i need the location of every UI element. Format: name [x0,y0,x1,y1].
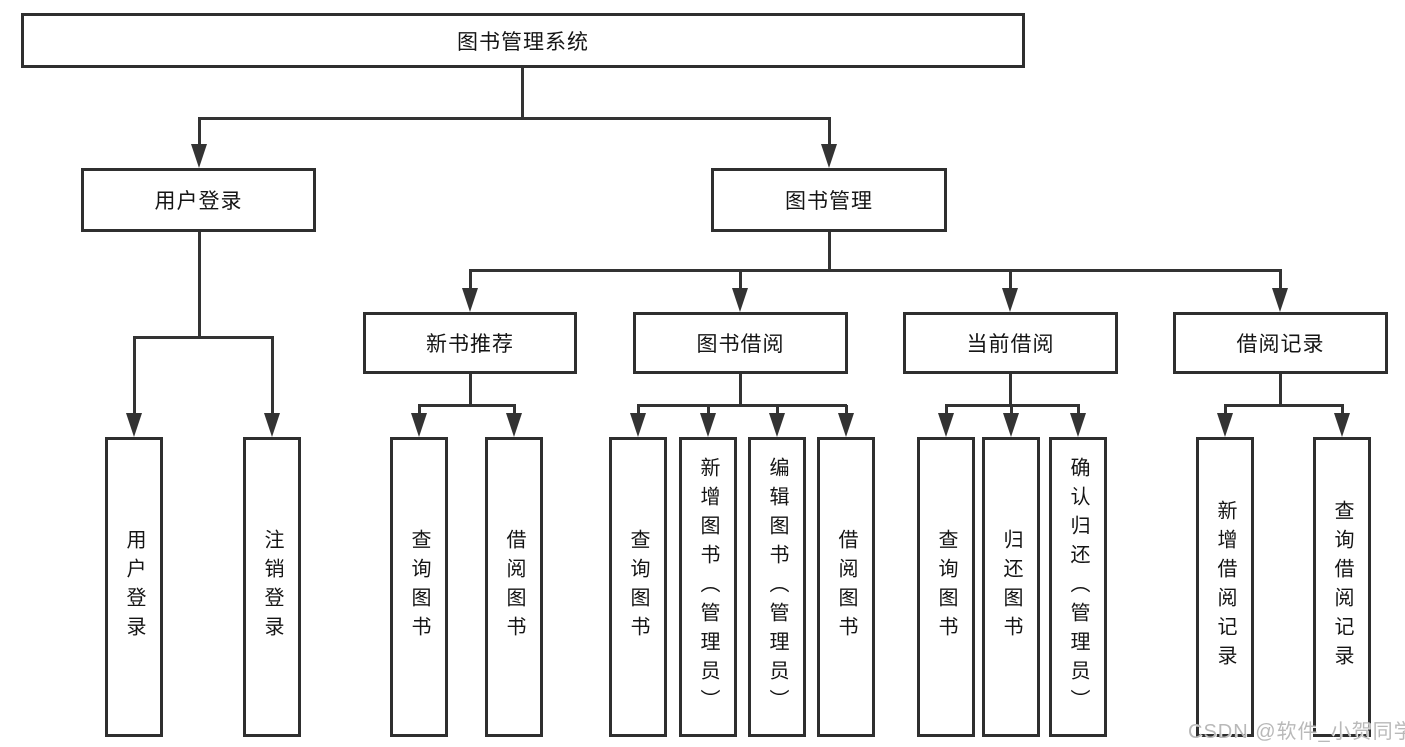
arrow-down-icon [1070,413,1086,437]
node-label: 查询图书 [935,529,957,645]
csdn-watermark: CSDN @软件_小贺同学 [1188,721,1405,743]
connector-hline [1224,404,1344,407]
connector-hline [637,404,847,407]
arrow-down-icon [630,413,646,437]
connector-hline [133,336,274,339]
node-label: 注销登录 [261,529,283,645]
arrow-down-icon [1217,413,1233,437]
node-label: 图书借阅 [696,333,785,356]
connector-hline [198,117,831,120]
connector-vline [637,405,640,417]
arrow-down-icon [838,413,854,437]
node-borrowing-records: 借阅记录 [1173,312,1388,374]
arrow-down-icon [700,413,716,437]
arrow-down-icon [1003,413,1019,437]
connector-vline [418,405,421,417]
leaf-query-borrow-record: 查询借阅记录 [1313,437,1371,737]
node-label: 查询图书 [627,529,649,645]
node-user-login: 用户登录 [81,168,316,232]
node-label: 查询图书 [408,529,430,645]
connector-vline [1279,374,1282,407]
connector-vline [776,405,779,417]
node-label: 新增借阅记录 [1214,500,1236,674]
leaf-add-book-admin: 新增图书（管理员） [679,437,737,737]
connector-vline [513,405,516,417]
leaf-query-books-current: 查询图书 [917,437,975,737]
node-label: 借阅图书 [835,529,857,645]
arrow-down-icon [769,413,785,437]
leaf-logout: 注销登录 [243,437,301,737]
connector-vline [739,270,742,290]
arrow-down-icon [1334,413,1350,437]
node-label: 借阅图书 [503,529,525,645]
arrow-down-icon [506,413,522,437]
node-label: 查询借阅记录 [1331,500,1353,674]
arrow-down-icon [1272,288,1288,312]
arrow-down-icon [462,288,478,312]
node-label: 图书管理 [785,190,873,213]
connector-vline [707,405,710,417]
node-label: 编辑图书（管理员） [766,456,788,718]
connector-vline [1010,405,1013,417]
arrow-down-icon [938,413,954,437]
connector-vline [271,337,274,415]
leaf-user-login: 用户登录 [105,437,163,737]
node-label: 当前借阅 [966,333,1055,356]
node-book-borrowing: 图书借阅 [633,312,848,374]
leaf-borrow-books-borrowing: 借阅图书 [817,437,875,737]
connector-hline [469,269,1282,272]
node-book-management: 图书管理 [711,168,947,232]
leaf-query-books-borrowing: 查询图书 [609,437,667,737]
leaf-return-book: 归还图书 [982,437,1040,737]
arrow-down-icon [264,413,280,437]
connector-vline [469,374,472,407]
connector-vline [1077,405,1080,417]
arrow-down-icon [1002,288,1018,312]
connector-vline [828,232,831,272]
arrow-down-icon [732,288,748,312]
connector-vline [1341,405,1344,417]
node-label: 新增图书（管理员） [697,456,719,718]
connector-vline [133,337,136,415]
node-label: 用户登录 [123,529,145,645]
node-label: 用户登录 [154,190,243,213]
connector-vline [1279,270,1282,290]
connector-vline [828,118,831,146]
arrow-down-icon [126,413,142,437]
arrow-down-icon [821,144,837,168]
node-label: 借阅记录 [1236,333,1325,356]
leaf-edit-book-admin: 编辑图书（管理员） [748,437,806,737]
connector-vline [198,118,201,146]
connector-vline [521,68,524,120]
node-label: 归还图书 [1000,529,1022,645]
node-library-management-system: 图书管理系统 [21,13,1025,68]
arrow-down-icon [191,144,207,168]
node-label: 图书管理系统 [457,30,589,54]
connector-vline [1009,270,1012,290]
connector-vline [739,374,742,407]
connector-vline [945,405,948,417]
node-label: 确认归还（管理员） [1067,456,1089,718]
connector-vline [1224,405,1227,417]
connector-vline [469,270,472,290]
connector-vline [198,232,201,339]
node-label: 新书推荐 [426,333,514,356]
leaf-query-books-recommend: 查询图书 [390,437,448,737]
leaf-borrow-books-recommend: 借阅图书 [485,437,543,737]
leaf-confirm-return-admin: 确认归还（管理员） [1049,437,1107,737]
arrow-down-icon [411,413,427,437]
connector-hline [418,404,516,407]
connector-vline [845,405,848,417]
node-current-borrowing: 当前借阅 [903,312,1118,374]
node-new-book-recommend: 新书推荐 [363,312,577,374]
leaf-add-borrow-record: 新增借阅记录 [1196,437,1254,737]
connector-vline [1009,374,1012,407]
